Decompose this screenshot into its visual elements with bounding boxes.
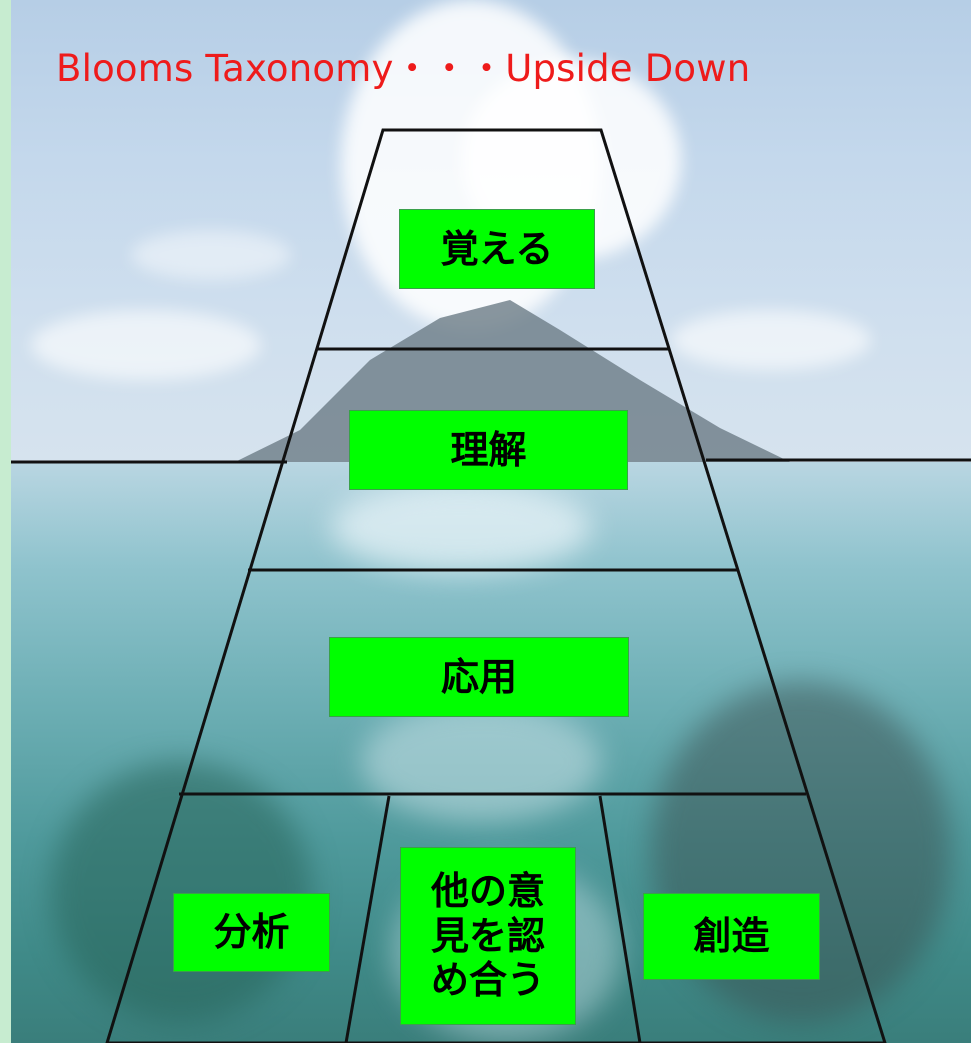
- base-divider: [598, 795, 642, 1043]
- cloud: [671, 310, 871, 370]
- base-label-create: 創造: [643, 893, 820, 980]
- base-label-analyze: 分析: [173, 893, 330, 972]
- seaweed-shade: [51, 762, 311, 1022]
- level-label-apply: 応用: [329, 637, 629, 717]
- cloud: [131, 230, 291, 280]
- cloud: [31, 310, 261, 380]
- level-label-understand: 理解: [349, 410, 628, 490]
- pyramid-outline: [105, 128, 887, 1043]
- side-strip: [0, 0, 11, 1043]
- sea-reflection: [331, 482, 591, 572]
- base-label-respect-others: 他の意見を認め合う: [400, 847, 576, 1025]
- base-divider: [344, 795, 391, 1043]
- level-label-remember: 覚える: [399, 209, 595, 289]
- slide-title: Blooms Taxonomy・・・Upside Down: [56, 47, 751, 90]
- sea-reflection: [361, 702, 601, 822]
